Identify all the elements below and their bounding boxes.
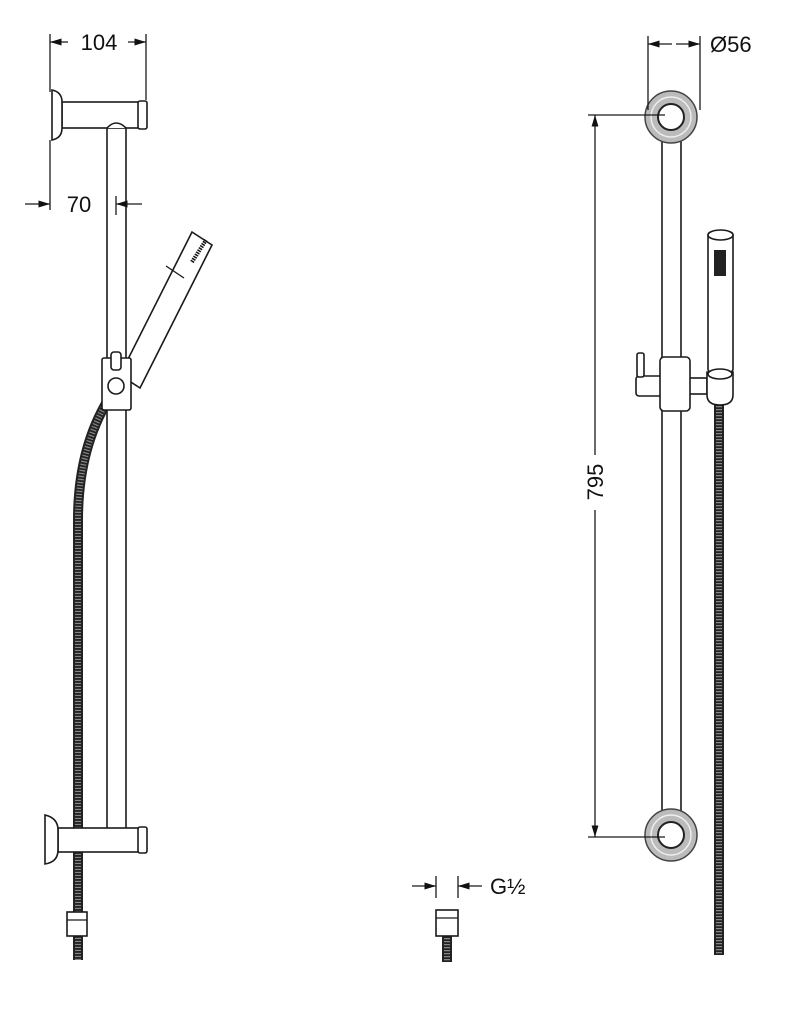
- hand-shower-front: [706, 229, 734, 406]
- side-view: 104 70: [25, 30, 214, 960]
- rail-front: [661, 116, 682, 836]
- dimension-label-104: 104: [81, 30, 118, 55]
- dimension-795: 795: [583, 114, 665, 838]
- dimension-70: 70: [25, 140, 142, 217]
- spray-face: [714, 250, 726, 276]
- dimension-label-56: Ø56: [710, 32, 752, 57]
- rail-side: [106, 119, 127, 841]
- bottom-bracket-side: [44, 813, 148, 865]
- slider-side: [101, 351, 132, 411]
- connector-detail: G½: [412, 874, 525, 962]
- dimension-label-g-half: G½: [490, 874, 525, 899]
- top-bracket-side: [51, 89, 148, 141]
- hose-side: [73, 397, 113, 960]
- knob: [107, 377, 125, 395]
- hose-connector-side: [66, 911, 88, 937]
- slider-front: [635, 352, 708, 412]
- top-rosette: [644, 90, 698, 144]
- hand-shower-side: [118, 230, 214, 390]
- dimension-diameter-56: Ø56: [647, 32, 752, 110]
- front-view: Ø56 795: [583, 32, 752, 955]
- dimension-104: 104: [49, 30, 147, 100]
- dimension-label-795: 795: [583, 464, 608, 501]
- bottom-rosette: [644, 808, 698, 862]
- dimension-label-70: 70: [67, 192, 91, 217]
